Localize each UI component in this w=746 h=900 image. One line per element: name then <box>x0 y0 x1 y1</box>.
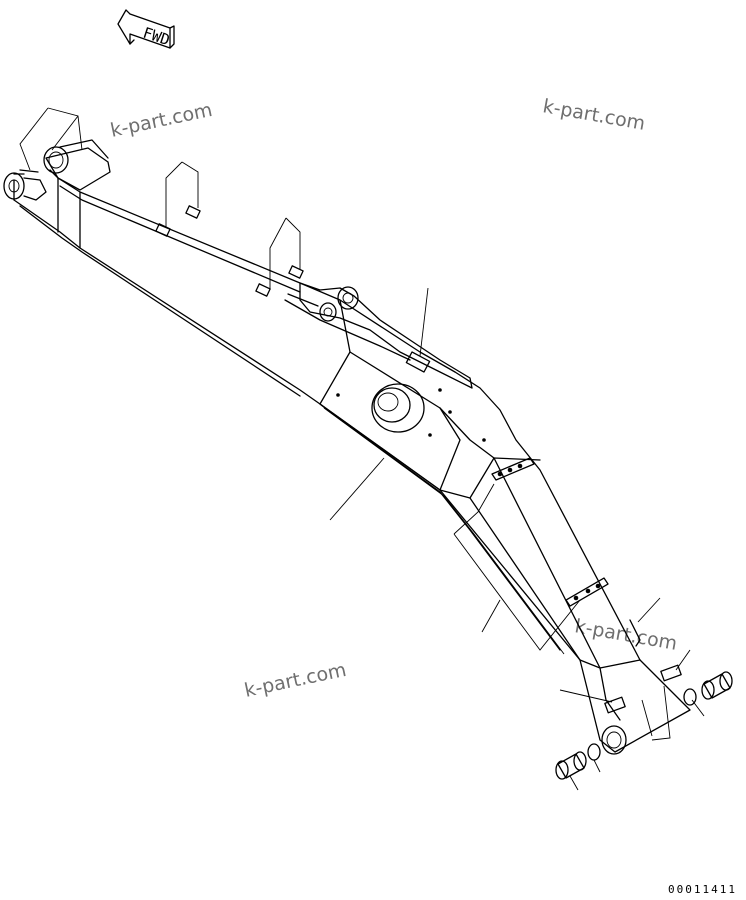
grease-fittings-upper <box>155 205 431 373</box>
watermark: k-part.com <box>573 615 679 655</box>
watermark: k-part.com <box>242 659 348 702</box>
shim-right-icon <box>683 688 697 706</box>
watermark: k-part.com <box>108 99 214 142</box>
arm-top-link <box>284 282 473 389</box>
grease-fittings-tip <box>604 619 682 714</box>
watermark: k-part.com <box>541 95 647 135</box>
arm-body <box>3 139 691 755</box>
leader-lines <box>19 107 705 791</box>
shim-left-icon <box>587 743 601 761</box>
bushing-right-icon <box>701 671 733 700</box>
side-plate-holes <box>336 388 486 442</box>
bushing-left-icon <box>555 751 587 780</box>
hose-clamps <box>491 457 609 607</box>
fwd-arrow-icon: FWD <box>117 9 175 49</box>
drawing-code: 00011411 <box>668 883 737 896</box>
